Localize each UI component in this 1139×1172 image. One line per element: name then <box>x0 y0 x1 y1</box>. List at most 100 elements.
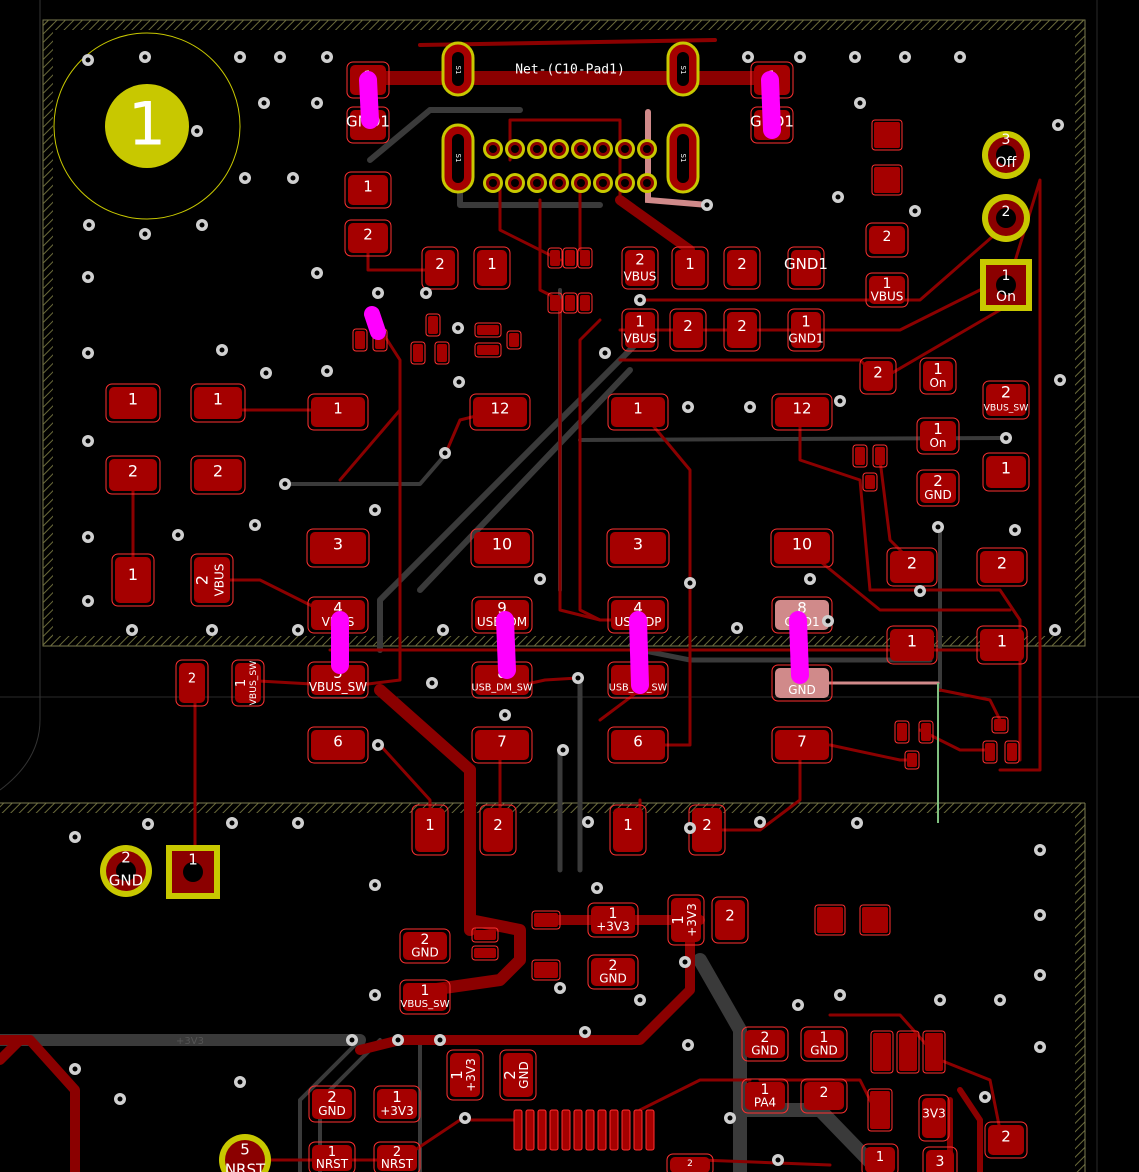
smd-pad[interactable]: 2 <box>800 1078 848 1114</box>
ic-pin[interactable] <box>525 1109 535 1151</box>
small-pad[interactable] <box>871 119 903 151</box>
smd-pad[interactable]: 12 <box>469 393 531 431</box>
small-pad[interactable] <box>562 292 578 314</box>
small-pad[interactable] <box>1004 740 1020 764</box>
smd-pad[interactable]: 2 <box>711 896 749 944</box>
usb-c-connector[interactable]: S1 S1 S1 S1 Net-(C10-Pad1) <box>441 41 700 194</box>
small-pad[interactable] <box>425 313 441 337</box>
smd-pad[interactable]: 1 <box>607 393 669 431</box>
small-pad[interactable] <box>871 164 903 196</box>
smd-pad[interactable]: 1 <box>344 171 392 209</box>
smd-pad[interactable]: 3 <box>306 528 370 568</box>
small-pad[interactable] <box>872 444 888 468</box>
small-pad[interactable] <box>547 292 563 314</box>
ic-pin[interactable] <box>609 1109 619 1151</box>
smd-pad[interactable]: 2 <box>723 246 761 290</box>
small-pad[interactable] <box>506 330 522 350</box>
ic-pin[interactable] <box>537 1109 547 1151</box>
small-pad[interactable] <box>577 292 593 314</box>
small-pad[interactable] <box>434 341 450 365</box>
smd-pad[interactable]: 2 <box>669 308 707 352</box>
smd-pad[interactable]: GND1 <box>784 246 828 290</box>
small-pad[interactable] <box>870 1030 894 1074</box>
small-pad[interactable] <box>896 1030 920 1074</box>
small-pad[interactable] <box>474 342 502 358</box>
smd-pad[interactable]: 6 <box>607 726 669 764</box>
smd-pad[interactable]: 10 <box>770 528 834 568</box>
power-switch[interactable]: 3 Off 2 1 On <box>980 131 1032 311</box>
smd-pad[interactable]: 2 <box>886 547 938 587</box>
smd-pad[interactable]: 2 <box>344 219 392 257</box>
smd-pad[interactable]: 1 <box>111 553 155 607</box>
smd-pad[interactable]: 12 <box>771 393 833 431</box>
smd-pad[interactable]: 1 <box>976 625 1028 665</box>
small-pad[interactable] <box>867 1088 893 1132</box>
smd-pad[interactable]: 2 <box>421 246 459 290</box>
small-pad[interactable] <box>852 444 868 468</box>
smd-pad[interactable]: 6 <box>307 726 369 764</box>
smd-pad[interactable]: 7 <box>471 726 533 764</box>
smd-pad[interactable]: 1+3V3 <box>587 902 639 938</box>
nrst-testpoint[interactable]: 5 NRST <box>219 1134 271 1172</box>
small-pad[interactable] <box>410 341 426 365</box>
pin-header[interactable]: 2 GND 1 <box>100 845 220 899</box>
smd-pad[interactable]: 2 <box>723 308 761 352</box>
ic-pin[interactable] <box>561 1109 571 1151</box>
small-pad[interactable] <box>531 910 561 930</box>
small-pad[interactable] <box>471 945 499 961</box>
ic-pin[interactable] <box>513 1109 523 1151</box>
small-pad[interactable] <box>918 720 934 744</box>
small-pad[interactable] <box>991 716 1009 734</box>
small-pad[interactable] <box>904 750 920 770</box>
smd-pad[interactable]: 1 <box>105 383 161 423</box>
smd-pad[interactable]: 1 <box>671 246 709 290</box>
smd-pad[interactable]: 2 <box>190 455 246 495</box>
small-pad[interactable] <box>894 720 910 744</box>
smd-pad[interactable]: 3 <box>922 1146 958 1172</box>
small-pad[interactable] <box>471 927 499 943</box>
smd-pad[interactable]: 2 <box>666 1153 714 1172</box>
smd-pad[interactable]: 3 <box>606 528 670 568</box>
smd-pad[interactable]: 7 <box>771 726 833 764</box>
smd-pad[interactable]: 1+3V3 <box>667 894 705 946</box>
smd-pad[interactable]: 1+3V3 <box>446 1049 484 1101</box>
smd-pad[interactable]: 2 <box>479 804 517 856</box>
small-pad[interactable] <box>859 904 891 936</box>
small-pad[interactable] <box>982 740 998 764</box>
smd-pad[interactable]: 1 <box>861 1143 899 1172</box>
ic-pin[interactable] <box>585 1109 595 1151</box>
ic-pin[interactable] <box>597 1109 607 1151</box>
smd-pad[interactable]: 2 <box>105 455 161 495</box>
smd-pad[interactable]: 1On <box>919 357 957 395</box>
smd-pad[interactable]: 1 <box>307 393 369 431</box>
ic-pin[interactable] <box>633 1109 643 1151</box>
smd-pad[interactable]: 2 <box>865 222 909 258</box>
ic-pin[interactable] <box>645 1109 655 1151</box>
smd-pad[interactable]: 1 <box>190 383 246 423</box>
smd-pad[interactable]: 1On <box>916 417 960 455</box>
small-pad[interactable] <box>577 247 593 269</box>
smd-pad[interactable]: 1 <box>411 804 449 856</box>
smd-pad[interactable]: 2 <box>859 357 897 395</box>
small-pad[interactable] <box>862 472 878 492</box>
small-pad[interactable] <box>352 328 368 352</box>
ic-pin[interactable] <box>549 1109 559 1151</box>
smd-pad[interactable]: 10 <box>470 528 534 568</box>
